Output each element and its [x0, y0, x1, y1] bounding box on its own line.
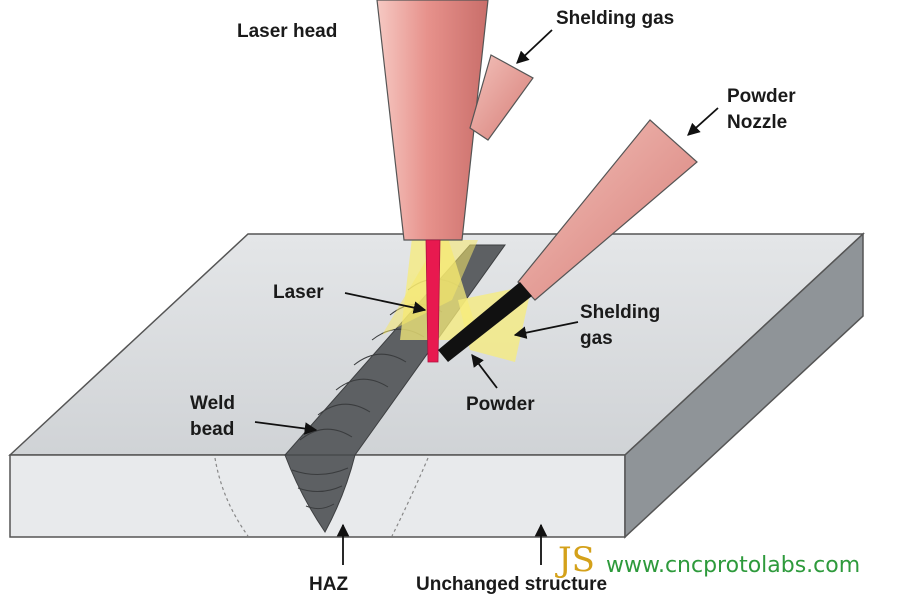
label-powder: Powder [466, 394, 535, 415]
plate-side-face [624, 232, 864, 539]
watermark-url: www.cncprotolabs.com [606, 553, 861, 578]
label-weld-bead-line2: bead [190, 419, 235, 440]
arrow-weld-bead [254, 421, 318, 435]
arrow-powder-nozzle [687, 107, 719, 136]
arrow-shielding-gas-right [513, 321, 579, 339]
arrow-powder [471, 353, 498, 389]
label-shielding-gas-top: Shelding gas [556, 8, 675, 29]
weld-cross-section [284, 454, 356, 533]
powder-nozzle [517, 119, 698, 301]
shielding-gas-nozzle [469, 54, 534, 141]
powder-stream [438, 282, 532, 362]
label-shielding-gas-right-line1: Shelding [580, 302, 661, 323]
label-laser-head: Laser head [237, 21, 338, 42]
label-laser: Laser [273, 282, 324, 303]
arrow-shielding-gas-top [516, 29, 553, 64]
label-shielding-gas-right-line2: gas [580, 328, 613, 349]
laser-head-nozzle [376, 0, 489, 241]
laser-beam [425, 239, 441, 363]
label-weld-bead-line1: Weld [190, 393, 236, 414]
label-haz: HAZ [309, 574, 349, 595]
haz-boundary-right [391, 457, 429, 537]
arrow-laser [344, 292, 427, 314]
watermark-logo: JS [558, 540, 595, 580]
haz-boundary-left [214, 457, 249, 537]
label-unchanged-structure: Unchanged structure [416, 574, 608, 595]
label-powder-nozzle-line2: Nozzle [727, 112, 788, 133]
weld-cross-section-ripples [291, 467, 349, 510]
label-powder-nozzle-line1: Powder [727, 86, 796, 107]
